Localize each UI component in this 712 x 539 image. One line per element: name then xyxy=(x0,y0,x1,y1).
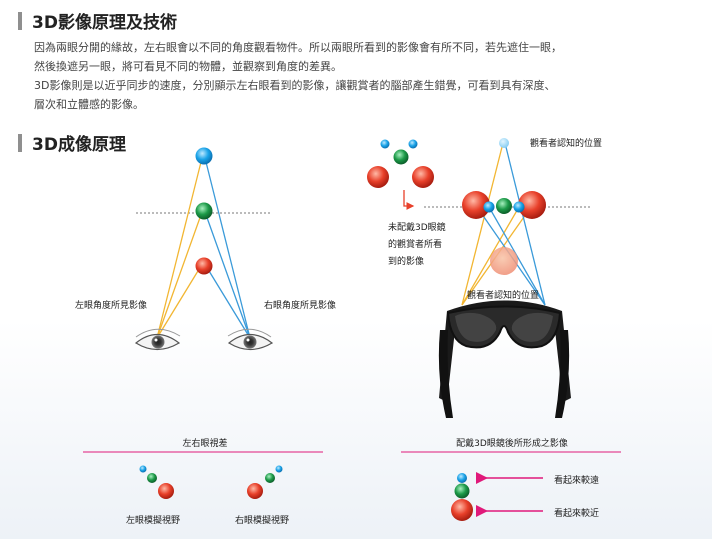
heading-bar xyxy=(18,11,22,30)
paragraph-line: 因為兩眼分開的緣故，左右眼會以不同的角度觀看物件。所以兩眼所看到的影像會有所不同… xyxy=(34,41,562,54)
paragraph-line: 層次和立體感的影像。 xyxy=(34,98,144,111)
green-ball-mid xyxy=(195,202,213,220)
section-heading-1: 3D影像原理及技術 xyxy=(18,8,177,33)
perceived-position-top-label: 觀看者認知的位置 xyxy=(530,139,603,149)
glasses-blue-lines xyxy=(476,142,546,306)
left-eye-sight-lines xyxy=(156,157,203,339)
heading-bar xyxy=(18,133,22,152)
no-glasses-label-line: 到的影像 xyxy=(388,257,425,267)
section-heading-2: 3D成像原理 xyxy=(18,130,126,155)
right-eye-sim-view xyxy=(247,465,283,499)
no-glasses-image xyxy=(367,139,434,188)
perceived-position-mid-label: 觀看者認知的位置 xyxy=(467,291,540,301)
right-eye-icon xyxy=(227,328,274,351)
3d-glasses-icon xyxy=(438,300,571,418)
depth-result-cluster xyxy=(451,473,473,521)
left-sim-label: 左眼模擬視野 xyxy=(126,516,181,526)
perceived-far-point xyxy=(499,138,509,148)
right-sim-label: 右眼模擬視野 xyxy=(235,516,290,526)
blue-ball-far xyxy=(195,147,213,165)
paragraph-line: 然後換遮另一眼，將可看見不同的物體，並觀察到角度的差異。 xyxy=(34,60,342,73)
paragraph-line: 3D影像則是以近乎同步的速度，分別顯示左右眼看到的影像，讓觀賞者的腦部產生錯覺，… xyxy=(34,79,556,92)
intro-paragraph: 因為兩眼分開的緣故，左右眼會以不同的角度觀看物件。所以兩眼所看到的影像會有所不同… xyxy=(34,38,654,114)
left-eye-icon xyxy=(134,328,181,351)
heading-title: 3D影像原理及技術 xyxy=(32,13,177,33)
with-glasses-caption: 配戴3D眼鏡後所形成之影像 xyxy=(456,439,568,449)
left-eye-label: 左眼角度所見影像 xyxy=(75,301,148,311)
looks-closer-label: 看起來較近 xyxy=(554,509,600,519)
no-glasses-label: 未配戴3D眼鏡 的觀賞者所看 到的影像 xyxy=(388,220,446,271)
no-glasses-label-line: 的觀賞者所看 xyxy=(388,240,443,250)
no-glasses-label-line: 未配戴3D眼鏡 xyxy=(388,223,446,233)
glasses-yellow-lines xyxy=(461,142,532,306)
left-eye-sim-view xyxy=(139,465,174,499)
right-eye-label: 右眼角度所見影像 xyxy=(264,301,337,311)
looks-farther-label: 看起來較遠 xyxy=(554,476,600,486)
red-ball-near xyxy=(195,257,213,275)
heading-title: 3D成像原理 xyxy=(32,135,126,155)
left-diagram xyxy=(83,147,323,499)
no-glasses-pointer-arrow xyxy=(403,190,415,210)
right-eye-sight-lines xyxy=(204,157,251,339)
screen-image-cluster xyxy=(462,191,546,219)
parallax-caption: 左右眼視差 xyxy=(182,439,228,449)
right-diagram xyxy=(367,138,621,521)
perceived-near-point xyxy=(490,247,518,275)
background-wave xyxy=(0,320,712,539)
